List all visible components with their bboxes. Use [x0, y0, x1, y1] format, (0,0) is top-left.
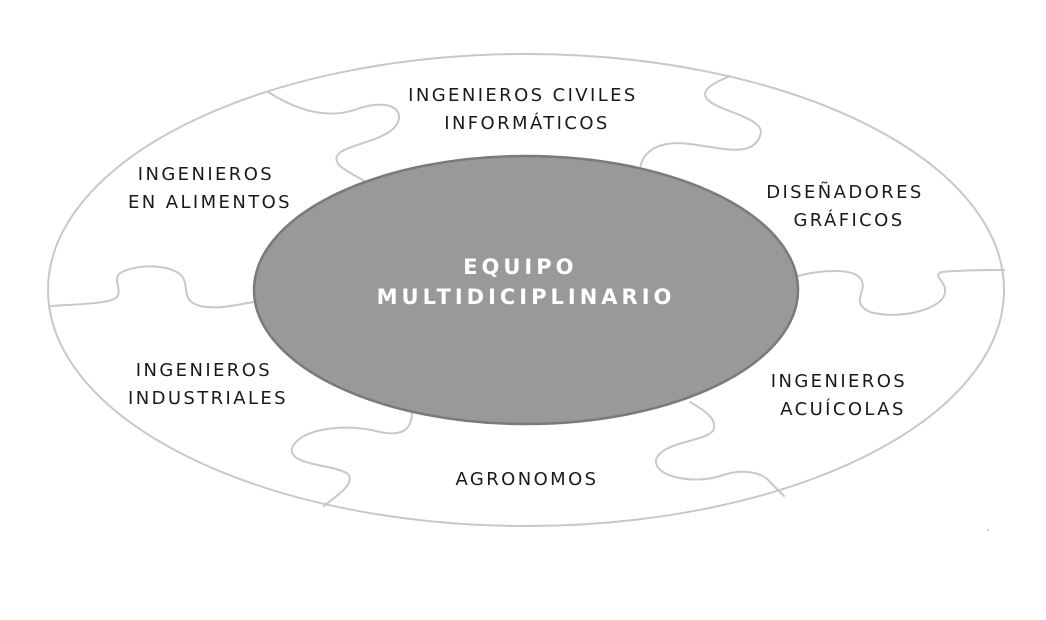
segment-upper-right-line-1: DISEÑADORES [766, 181, 923, 203]
center-ellipse [252, 154, 800, 426]
divider-bottom-right [654, 401, 785, 497]
center-line-1: EQUIPO [463, 255, 577, 279]
segment-lower-left-line-1: INGENIEROS [136, 360, 272, 381]
segment-label-upper-right: DISEÑADORES GRÁFICOS [766, 181, 932, 231]
segment-bottom-line-1: AGRONOMOS [456, 469, 599, 490]
divider-right [797, 269, 1005, 316]
segment-lower-right-line-1: INGENIEROS [771, 371, 907, 392]
center-line-2: MULTIDICIPLINARIO [377, 285, 676, 309]
segment-label-lower-left: INGENIEROS INDUSTRIALES [128, 360, 288, 409]
puzzle-dividers [49, 75, 1005, 507]
divider-top-right [639, 75, 762, 171]
divider-top-left [267, 91, 401, 183]
segment-top-line-1: INGENIEROS CIVILES [408, 85, 638, 106]
segment-upper-left-line-1: INGENIEROS [138, 164, 274, 185]
segment-label-top: INGENIEROS CIVILES INFORMÁTICOS [408, 85, 646, 134]
divider-left [49, 265, 255, 309]
center-label: EQUIPO MULTIDICIPLINARIO [377, 255, 676, 309]
segment-label-bottom: AGRONOMOS [456, 469, 599, 490]
segment-upper-left-line-2: EN ALIMENTOS [128, 192, 292, 213]
stray-dot [987, 529, 989, 531]
segment-label-upper-left: INGENIEROS EN ALIMENTOS [128, 164, 292, 213]
segment-lower-left-line-2: INDUSTRIALES [128, 388, 288, 409]
segment-lower-right-line-2: ACUÍCOLAS [780, 398, 906, 420]
segment-label-lower-right: INGENIEROS ACUÍCOLAS [771, 371, 915, 420]
segment-upper-right-line-2: GRÁFICOS [793, 209, 904, 231]
divider-bottom-left [290, 411, 413, 507]
segment-top-line-2: INFORMÁTICOS [444, 112, 610, 134]
